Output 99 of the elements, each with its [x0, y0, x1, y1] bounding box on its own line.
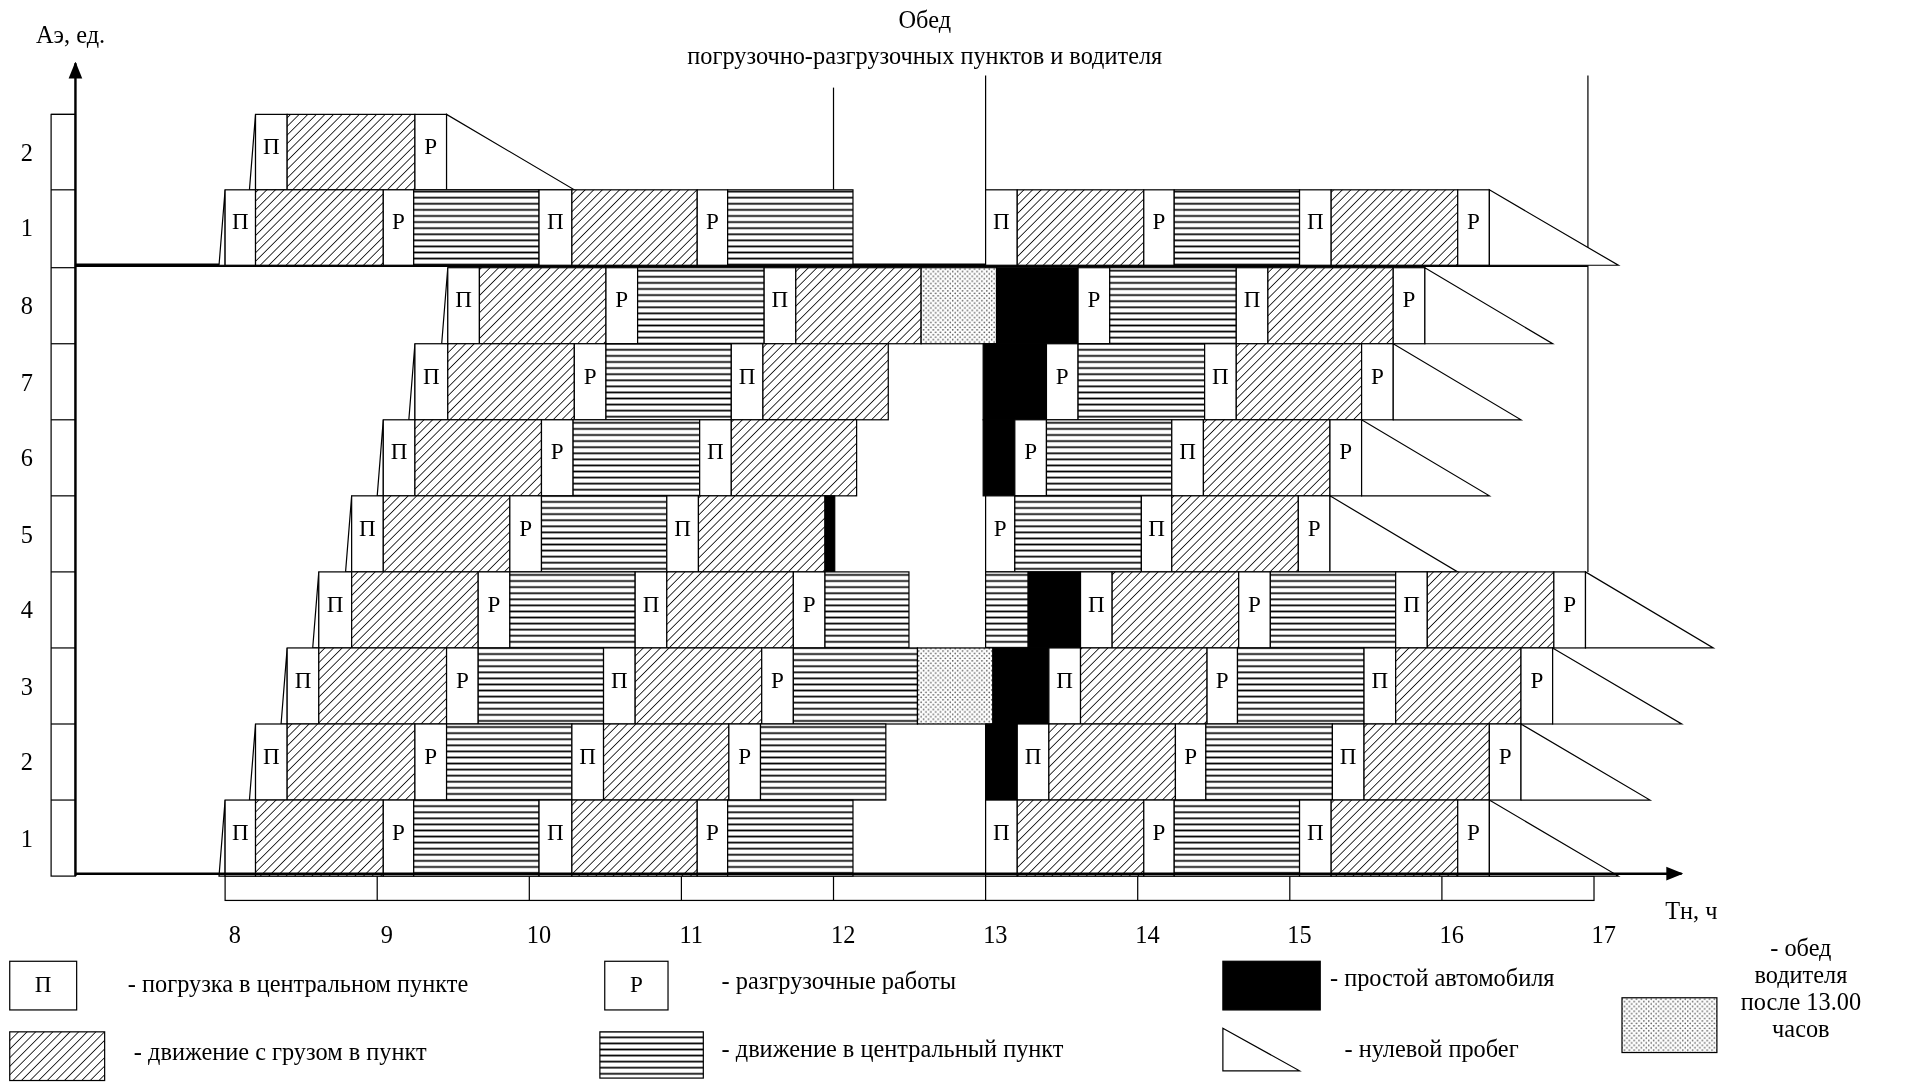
operation-letter: Р [993, 516, 1007, 542]
operation-letter: Р [1184, 744, 1198, 770]
operation-letter: П [1179, 440, 1196, 466]
operation-letter: Р [1055, 364, 1069, 390]
operation-letter: П [1088, 592, 1105, 618]
operation-letter: Р [615, 288, 629, 314]
row-number: 1 [20, 824, 33, 852]
operation-letter: П [1148, 516, 1165, 542]
row-number: 2 [20, 748, 33, 776]
row-number: 4 [20, 596, 33, 624]
axis-title: Тн, ч [1665, 896, 1718, 924]
operation-letter: П [423, 364, 440, 390]
operation-letter: Р [706, 820, 719, 846]
operation-letter: Р [1307, 516, 1321, 542]
operation-letter: Р [738, 744, 752, 770]
legend-text: - разгрузочные работы [721, 967, 956, 995]
tick-label: 17 [1591, 921, 1616, 948]
operation-letter: П [1371, 668, 1389, 694]
tick-label: 15 [1287, 921, 1312, 948]
operation-letter: П [231, 209, 249, 236]
operation-letter: Р [1402, 288, 1416, 314]
tick-label: 16 [1439, 921, 1464, 948]
operation-letter: П [611, 668, 628, 694]
operation-letter: Р [1024, 440, 1038, 466]
operation-letter: Р [392, 209, 405, 236]
operation-letter: П [263, 134, 280, 160]
operation-letter: П [1024, 744, 1042, 770]
row-number: 3 [20, 672, 33, 700]
operation-letter: П [642, 592, 660, 618]
operation-letter: Р [550, 440, 564, 466]
operation-letter: Р [424, 744, 438, 770]
operation-letter: Р [1467, 820, 1480, 846]
operation-letter: П [326, 592, 344, 618]
row-number: 8 [20, 292, 33, 320]
operation-letter: Р [1152, 209, 1166, 236]
operation-letter: П [294, 668, 312, 694]
operation-letter: Р [1530, 668, 1544, 694]
tick-label: 13 [983, 921, 1008, 948]
operation-letter: П [771, 288, 789, 314]
operation-letter: П [1212, 364, 1229, 390]
note-text: Обед [898, 6, 951, 33]
operation-letter: П [34, 972, 52, 999]
operation-letter: Р [1498, 744, 1512, 770]
operation-letter: Р [706, 209, 719, 236]
operation-letter: П [547, 820, 564, 846]
operation-letter: П [547, 209, 564, 236]
operation-letter: Р [487, 592, 501, 618]
legend-text: - простой автомобиля [1329, 963, 1555, 991]
operation-letter: Р [629, 972, 643, 999]
operation-letter: П [231, 820, 249, 846]
operation-letter: П [455, 288, 472, 314]
legend-text: - нулевой пробег [1344, 1035, 1519, 1063]
operation-letter: П [359, 516, 376, 542]
axis-title: Аэ, ед. [36, 20, 106, 48]
operation-letter: Р [1248, 592, 1261, 618]
row-number: 6 [20, 444, 33, 472]
operation-letter: Р [1467, 209, 1480, 236]
operation-letter: Р [1087, 288, 1101, 314]
operation-letter: Р [802, 592, 816, 618]
tick-label: 11 [679, 921, 703, 948]
operation-letter: П [674, 516, 691, 542]
tick-label: 14 [1135, 921, 1160, 948]
operation-letter: П [263, 744, 280, 770]
operation-letter: П [993, 209, 1010, 236]
row-number: 5 [20, 520, 33, 548]
operation-letter: Р [455, 668, 469, 694]
tick-label: 10 [526, 921, 552, 948]
operation-letter: П [390, 440, 408, 466]
operation-letter: Р [583, 364, 597, 390]
operation-letter: П [1307, 820, 1324, 846]
operation-letter: П [1307, 209, 1324, 236]
operation-letter: Р [519, 516, 533, 542]
operation-letter: П [1403, 592, 1420, 618]
operation-letter: П [738, 364, 756, 390]
operation-letter: П [1056, 668, 1074, 694]
operation-letter: Р [771, 668, 784, 694]
tick-label: 8 [228, 921, 241, 948]
legend-text: - движение в центральный пункт [721, 1035, 1064, 1063]
operation-letter: Р [1563, 592, 1577, 618]
operation-letter: П [993, 820, 1010, 846]
row-number: 2 [20, 138, 33, 166]
row-number: 7 [20, 368, 33, 396]
operation-letter: П [1339, 744, 1357, 770]
operation-letter: Р [1215, 668, 1229, 694]
legend-text: - движение с грузом в пункт [133, 1037, 427, 1065]
operation-letter: П [1243, 288, 1261, 314]
operation-letter: П [707, 440, 724, 466]
operation-letter: Р [1152, 820, 1166, 846]
legend-text: - обед водителя после 13.00 часов [1739, 934, 1863, 1042]
note-text: погрузочно-разгрузочных пунктов и водителя [687, 42, 1163, 70]
operation-letter: Р [424, 134, 438, 160]
legend-text: - погрузка в центральном пункте [127, 969, 469, 997]
operation-letter: Р [392, 820, 405, 846]
operation-letter: Р [1339, 440, 1353, 466]
tick-label: 9 [380, 921, 394, 948]
tick-label: 12 [831, 921, 856, 948]
row-number: 1 [20, 214, 33, 241]
operation-letter: Р [1371, 364, 1384, 390]
operation-letter: П [579, 744, 597, 770]
